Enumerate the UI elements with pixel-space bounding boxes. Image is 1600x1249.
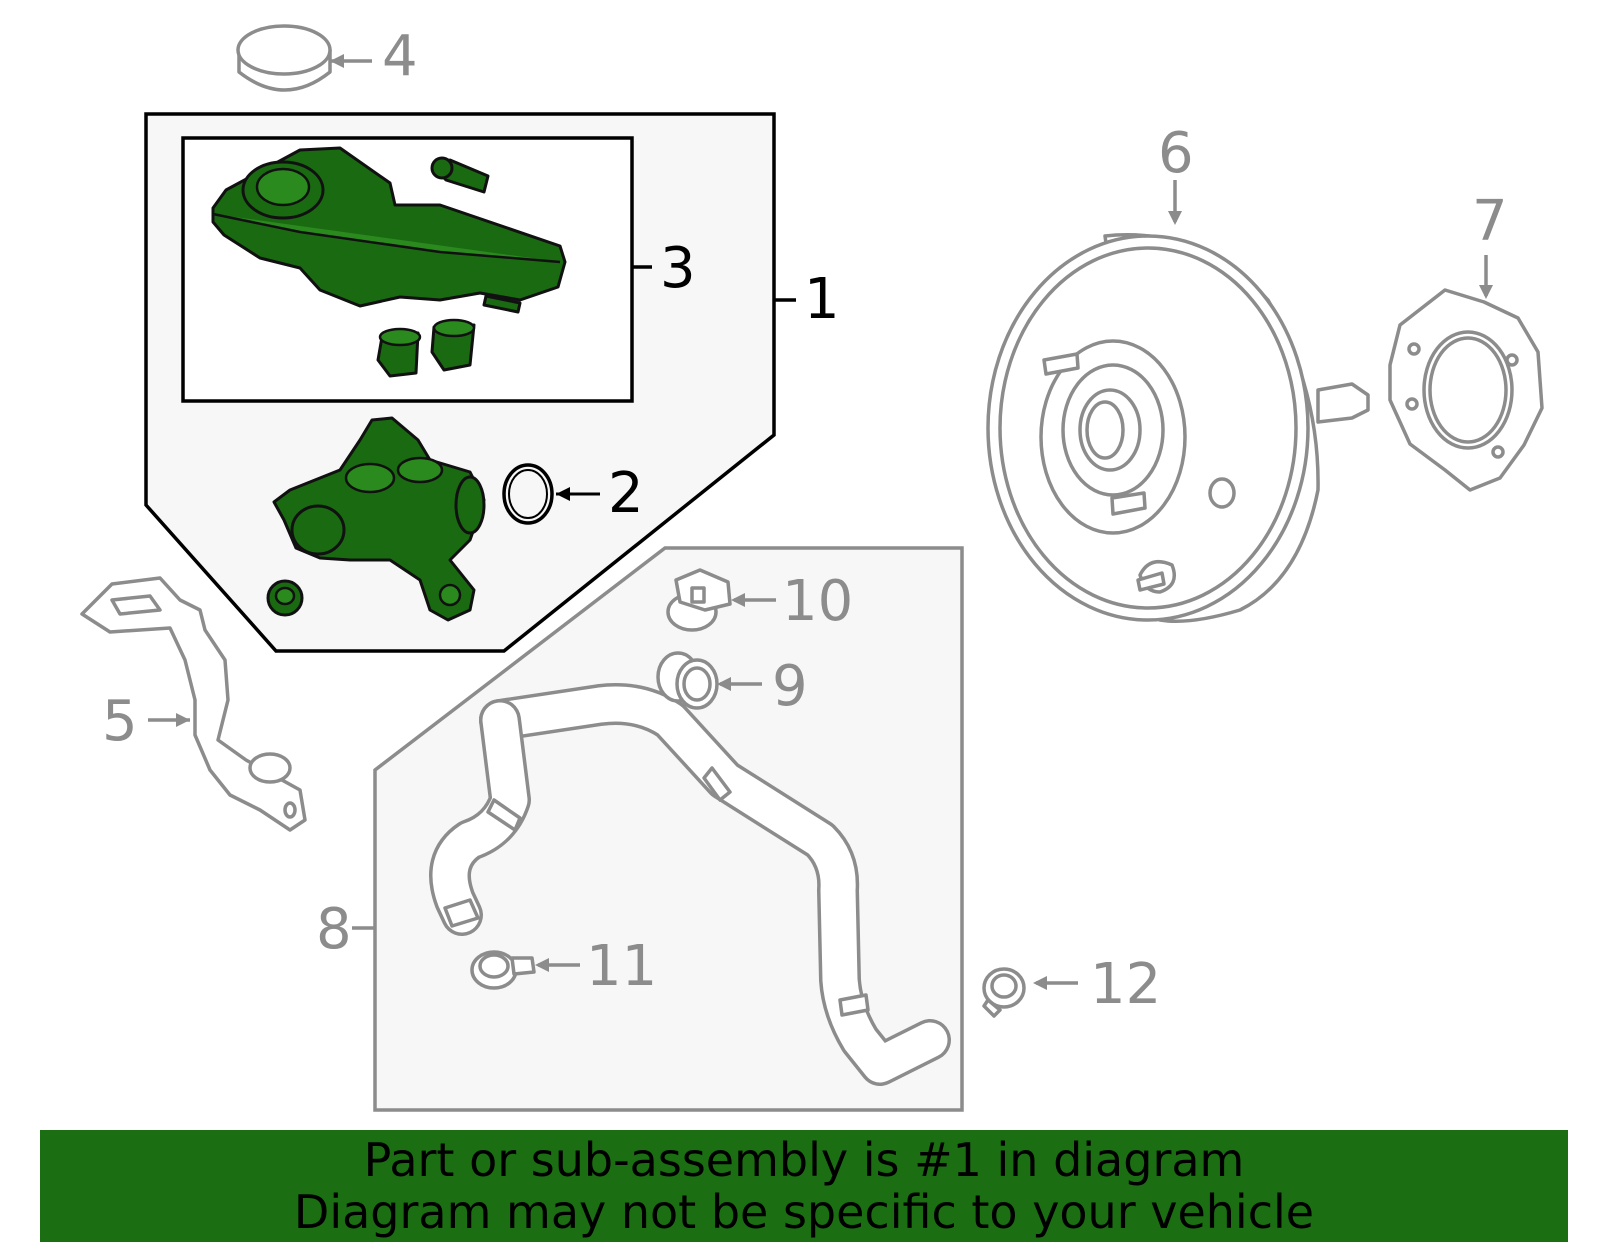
banner-line-part-number: Part or sub-assembly is #1 in diagram (363, 1133, 1245, 1187)
reservoir-cap-part (236, 24, 372, 92)
clamp-11-part (470, 950, 580, 990)
grommet-9-part (656, 651, 762, 710)
callout-7: 7 (1472, 189, 1508, 254)
callout-4: 4 (382, 24, 418, 89)
callout-10: 10 (782, 569, 853, 634)
reservoir-part (211, 146, 567, 378)
callout-6: 6 (1158, 121, 1194, 186)
callout-8: 8 (316, 897, 352, 962)
clamp-10-part (666, 568, 776, 632)
master-cylinder-part (266, 416, 486, 622)
callout-5: 5 (102, 689, 138, 754)
bracket-part (80, 576, 307, 832)
vacuum-hose-part (429, 683, 951, 1086)
callout-9: 9 (772, 654, 808, 719)
brake-booster-part (986, 180, 1370, 623)
o-ring-part (502, 463, 600, 525)
callout-3: 3 (660, 236, 696, 301)
clamp-12-part (982, 967, 1078, 1018)
banner-line-disclaimer: Diagram may not be specific to your vehi… (293, 1185, 1315, 1239)
callout-11: 11 (586, 934, 657, 999)
callout-2: 2 (608, 461, 644, 526)
callout-1: 1 (804, 267, 840, 332)
info-banner: Part or sub-assembly is #1 in diagram Di… (40, 1130, 1568, 1242)
callout-12: 12 (1090, 952, 1161, 1017)
gasket-part (1388, 255, 1544, 492)
